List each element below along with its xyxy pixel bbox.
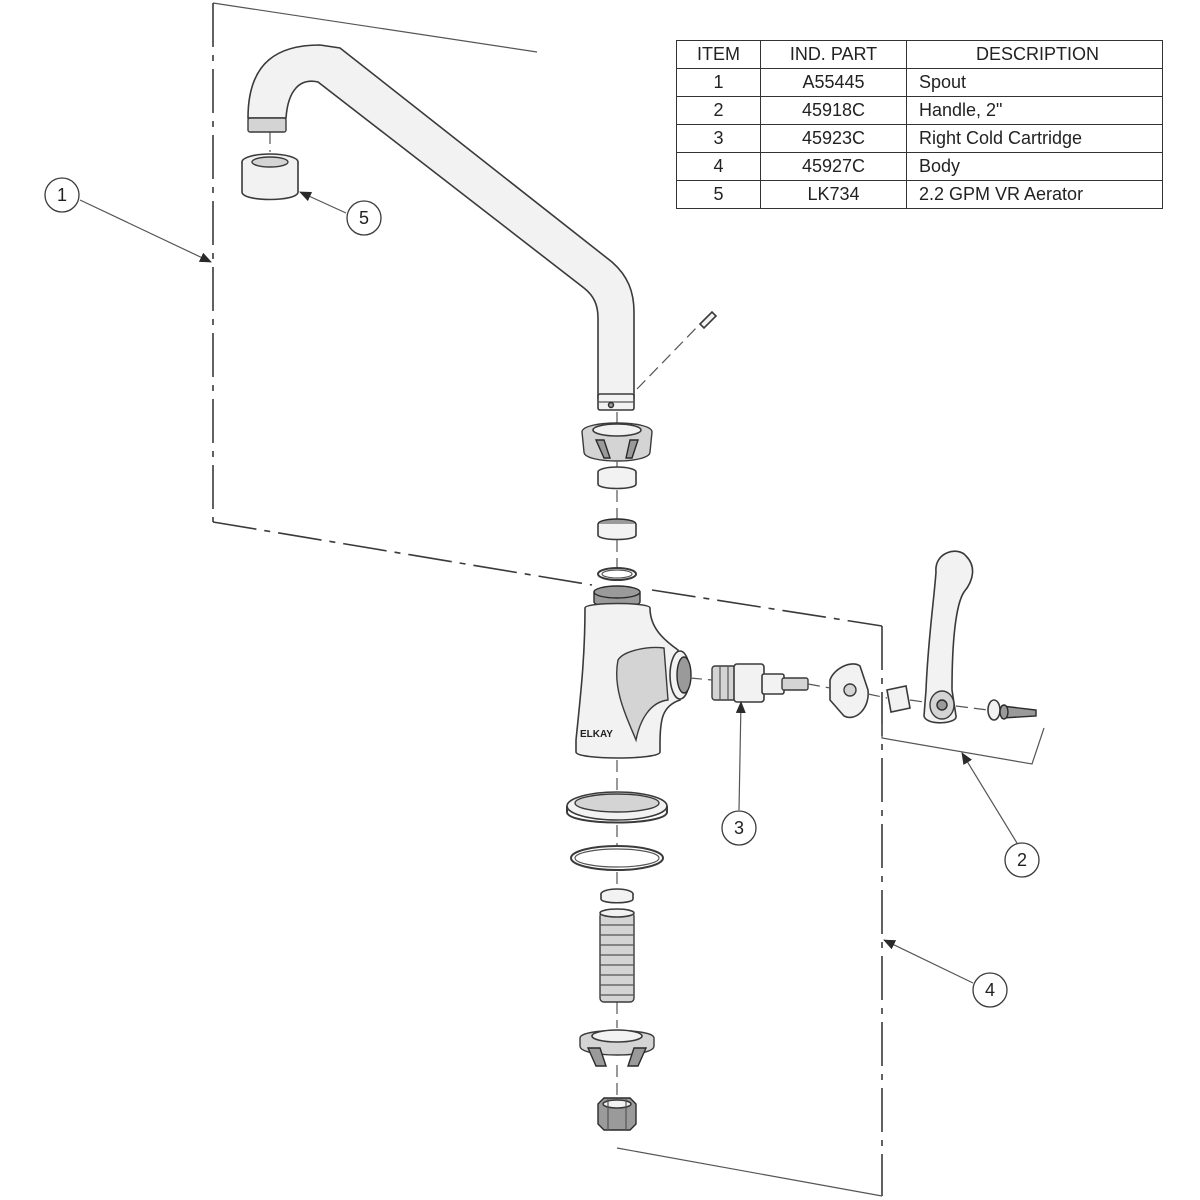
leader-item-1 [79, 199, 212, 263]
cell-description: Right Cold Cartridge [906, 124, 1163, 153]
threaded-insert [597, 518, 637, 541]
coupling-nut [597, 1097, 637, 1131]
cell-part: A55445 [760, 68, 907, 97]
cell-part: 45927C [760, 152, 907, 181]
cell-description: Body [906, 152, 1163, 181]
center-axis [269, 132, 618, 1096]
cell-item: 1 [676, 68, 761, 97]
cell-part: 45918C [760, 96, 907, 125]
spout [247, 44, 635, 411]
header-description: DESCRIPTION [906, 40, 1163, 69]
index-button [829, 663, 869, 719]
o-ring [570, 845, 664, 871]
cell-part: LK734 [760, 180, 907, 209]
callout-3: 3 [721, 810, 757, 846]
header-item: ITEM [676, 40, 761, 69]
cell-description: 2.2 GPM VR Aerator [906, 180, 1163, 209]
svg-text:3: 3 [734, 818, 744, 838]
parts-list-table: ITEM IND. PART DESCRIPTION 1 A55445 Spou… [676, 40, 1163, 209]
locknut [579, 1029, 655, 1067]
wrist-blade-handle [923, 550, 974, 724]
callout-2: 2 [1004, 842, 1040, 878]
callout-5: 5 [346, 200, 382, 236]
leader-item-3 [735, 701, 746, 811]
handle-adapter [886, 685, 911, 713]
spout-bushing [597, 466, 637, 490]
leader-item-5 [299, 191, 347, 214]
threaded-shank [599, 908, 635, 1003]
cell-description: Spout [906, 68, 1163, 97]
leader-item-2 [961, 752, 1018, 844]
handle-axis [689, 677, 989, 711]
spout-set-screw [636, 310, 718, 390]
aerator [241, 153, 299, 201]
svg-text:4: 4 [985, 980, 995, 1000]
table-row: 1 A55445 Spout [676, 68, 1163, 97]
svg-text:2: 2 [1017, 850, 1027, 870]
cell-item: 5 [676, 180, 761, 209]
snap-ring [597, 567, 637, 581]
handle-group-bracket [881, 724, 1045, 765]
leader-item-4 [883, 939, 974, 984]
svg-text:1: 1 [57, 185, 67, 205]
table-header-row: ITEM IND. PART DESCRIPTION [676, 40, 1163, 69]
leader-lines [79, 191, 1018, 984]
spout-nut [581, 422, 653, 462]
callout-4: 4 [972, 972, 1008, 1008]
table-row: 2 45918C Handle, 2" [676, 96, 1163, 125]
svg-text:5: 5 [359, 208, 369, 228]
body-group-outline [616, 589, 883, 1197]
cartridge [711, 663, 809, 703]
callout-1: 1 [44, 177, 80, 213]
body-brand-label: ELKAY [580, 729, 613, 740]
shank-washer [600, 888, 634, 904]
spout-group-outline [212, 2, 593, 586]
table-row: 3 45923C Right Cold Cartridge [676, 124, 1163, 153]
cell-part: 45923C [760, 124, 907, 153]
mounting-gasket [566, 791, 668, 824]
cell-item: 2 [676, 96, 761, 125]
faucet-body: ELKAY [575, 585, 692, 759]
table-row: 4 45927C Body [676, 152, 1163, 181]
table-row: 5 LK734 2.2 GPM VR Aerator [676, 180, 1163, 209]
cell-item: 3 [676, 124, 761, 153]
cell-description: Handle, 2" [906, 96, 1163, 125]
header-part: IND. PART [760, 40, 907, 69]
cell-item: 4 [676, 152, 761, 181]
handle-screw [987, 699, 1037, 721]
